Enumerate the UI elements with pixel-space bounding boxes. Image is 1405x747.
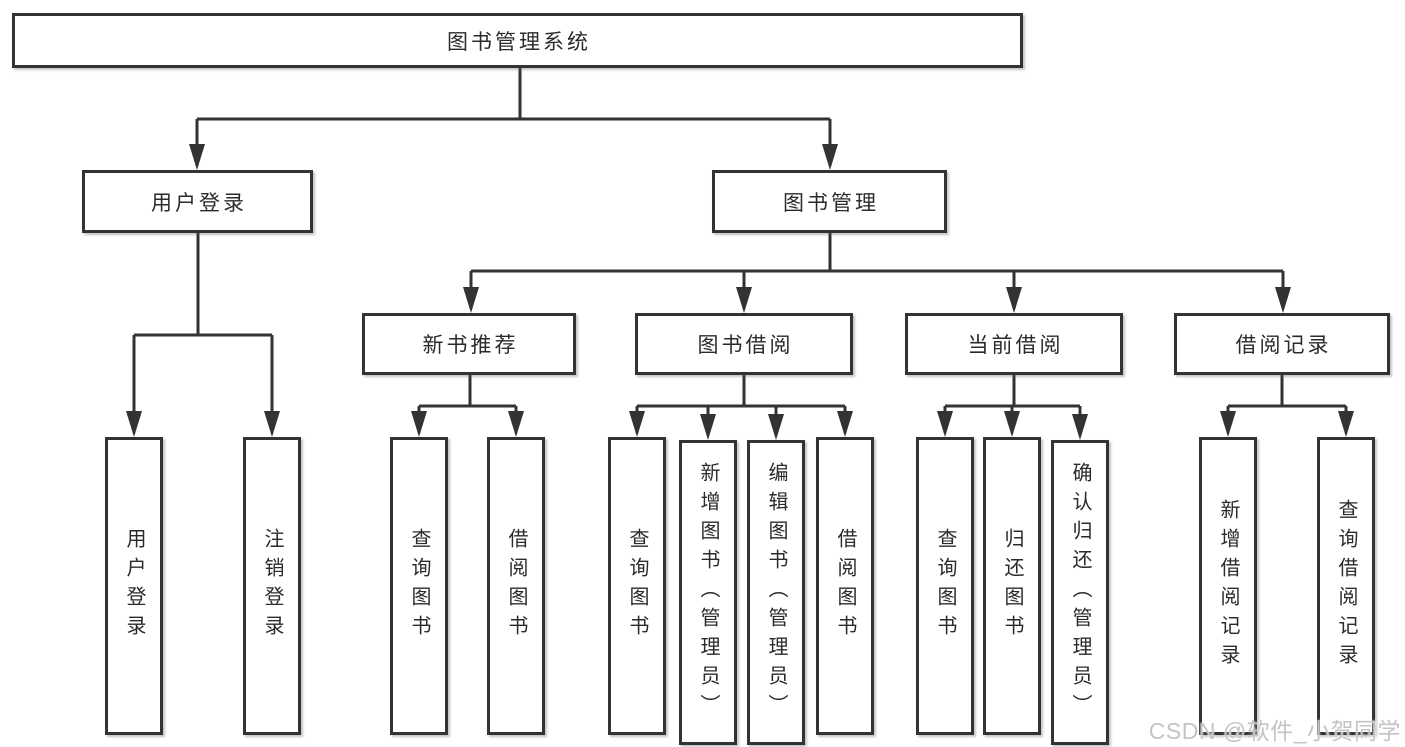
leaf-label: 查询借阅记录: [1335, 499, 1357, 673]
csdn-watermark: CSDN @软件_小贺同学: [1148, 718, 1401, 744]
leaf-logout: 注销登录: [243, 437, 301, 735]
leaf-label: 确认归还（管理员）: [1069, 462, 1091, 723]
leaf-current-return-books: 归还图书: [983, 437, 1041, 735]
node-borrowing-records: 借阅记录: [1174, 313, 1390, 375]
leaf-borrow-add-books-admin: 新增图书（管理员）: [679, 440, 737, 745]
leaf-label: 借阅图书: [834, 528, 856, 644]
leaf-current-query-books: 查询图书: [916, 437, 974, 735]
leaf-label: 新增图书（管理员）: [697, 462, 719, 723]
node-book-borrowing: 图书借阅: [635, 313, 853, 375]
leaf-label: 新增借阅记录: [1217, 499, 1239, 673]
leaf-label: 查询图书: [408, 528, 430, 644]
leaf-borrow-query-books: 查询图书: [608, 437, 666, 735]
leaf-label: 借阅图书: [505, 528, 527, 644]
leaf-label: 归还图书: [1001, 528, 1023, 644]
leaf-user-login: 用户登录: [105, 437, 163, 735]
leaf-label: 查询图书: [934, 528, 956, 644]
leaf-borrow-borrow-books: 借阅图书: [816, 437, 874, 735]
node-new-book-recommend: 新书推荐: [362, 313, 576, 375]
leaf-newrec-borrow-books: 借阅图书: [487, 437, 545, 735]
node-library-management-system: 图书管理系统: [12, 13, 1023, 68]
node-user-login: 用户登录: [82, 170, 313, 233]
node-book-management: 图书管理: [712, 170, 947, 233]
leaf-borrow-edit-books-admin: 编辑图书（管理员）: [747, 440, 805, 745]
leaf-records-query-record: 查询借阅记录: [1317, 437, 1375, 735]
leaf-label: 注销登录: [261, 528, 283, 644]
node-current-borrowing: 当前借阅: [905, 313, 1123, 375]
leaf-newrec-query-books: 查询图书: [390, 437, 448, 735]
leaf-label: 用户登录: [123, 528, 145, 644]
leaf-current-confirm-return-admin: 确认归还（管理员）: [1051, 440, 1109, 745]
leaf-label: 查询图书: [626, 528, 648, 644]
leaf-label: 编辑图书（管理员）: [765, 462, 787, 723]
leaf-records-add-record: 新增借阅记录: [1199, 437, 1257, 735]
